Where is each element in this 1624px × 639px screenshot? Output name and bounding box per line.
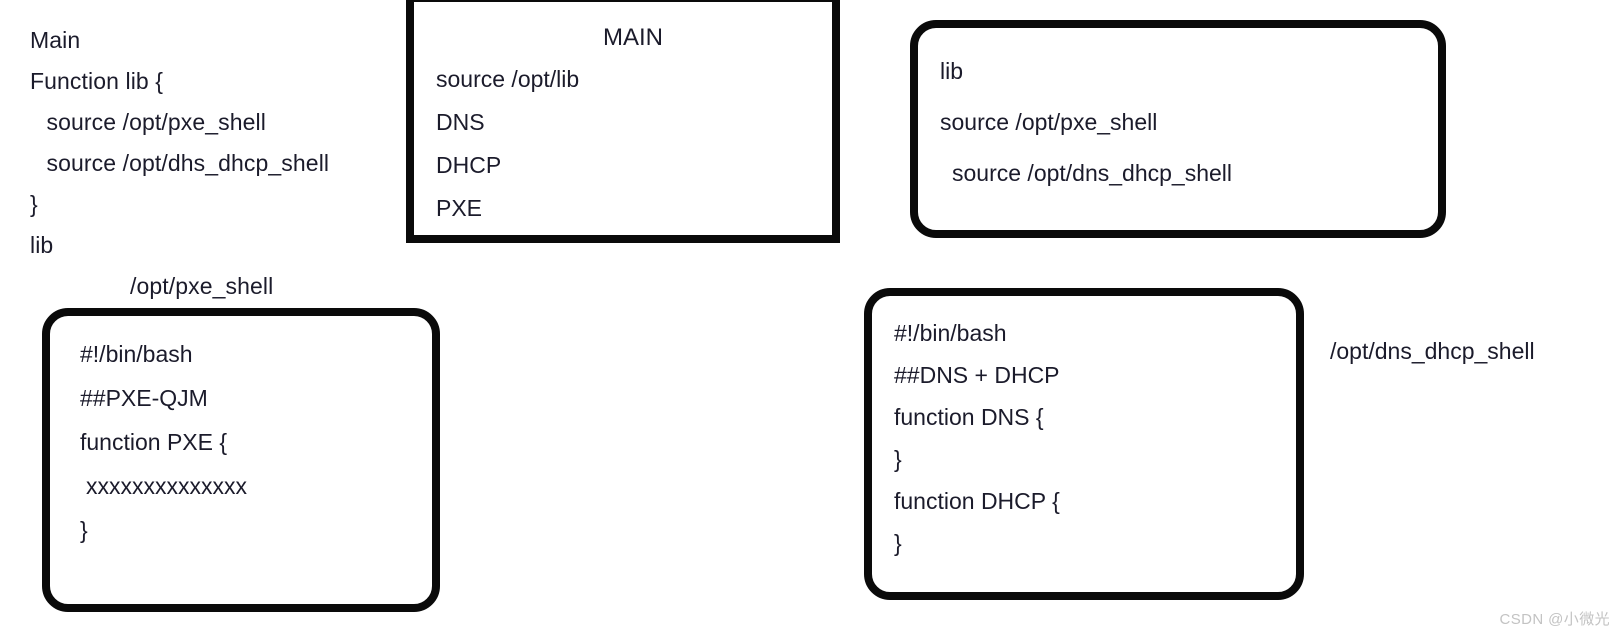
watermark: CSDN @小微光: [1499, 611, 1610, 628]
lib-box-content: lib source /opt/pxe_shell source /opt/dn…: [918, 28, 1438, 199]
lib-box-line-source-dns: source /opt/dns_dhcp_shell: [952, 160, 1233, 186]
pxe-box-line-function: function PXE {: [80, 429, 228, 455]
outline-line-lib: lib: [30, 232, 54, 258]
main-box-line-source: source /opt/lib: [436, 66, 580, 92]
outline-line-function: Function lib {: [30, 68, 164, 94]
lib-box-line-source-pxe: source /opt/pxe_shell: [940, 109, 1158, 135]
outline-line-close-brace: }: [30, 191, 38, 217]
dns-box-line-function-dhcp: function DHCP {: [894, 488, 1060, 514]
main-box-line-pxe: PXE: [436, 195, 483, 221]
pxe-box-line-shebang: #!/bin/bash: [80, 341, 193, 367]
main-box-line-dns: DNS: [436, 109, 485, 135]
outline-line-source-dhcp: source /opt/dhs_dhcp_shell: [40, 150, 330, 176]
pxe-box-line-close: }: [80, 517, 88, 543]
label-opt-pxe-shell: /opt/pxe_shell: [130, 273, 274, 299]
label-opt-dns-dhcp-shell: /opt/dns_dhcp_shell: [1330, 338, 1535, 364]
outline-line-main: Main: [30, 27, 81, 53]
main-box-line-dhcp: DHCP: [436, 152, 502, 178]
dns-dhcp-shell-box-content: #!/bin/bash ##DNS + DHCP function DNS { …: [872, 296, 1296, 564]
pxe-shell-box-content: #!/bin/bash ##PXE-QJM function PXE { xxx…: [50, 316, 432, 552]
dns-box-line-close-dhcp: }: [894, 530, 902, 556]
main-box-content: MAIN source /opt/lib DNS DHCP PXE: [414, 2, 832, 230]
lib-box: lib source /opt/pxe_shell source /opt/dn…: [910, 20, 1446, 238]
lib-box-line-lib: lib: [940, 58, 964, 84]
dns-box-line-shebang: #!/bin/bash: [894, 320, 1007, 346]
main-box: MAIN source /opt/lib DNS DHCP PXE: [406, 0, 840, 243]
pxe-box-line-body: xxxxxxxxxxxxxx: [86, 473, 247, 499]
outline-line-source-pxe: source /opt/pxe_shell: [40, 109, 266, 135]
dns-box-line-close-dns: }: [894, 446, 902, 472]
dns-box-line-function-dns: function DNS {: [894, 404, 1044, 430]
dns-box-line-comment: ##DNS + DHCP: [894, 362, 1060, 388]
main-outline-text: Main Function lib { source /opt/pxe_shel…: [30, 20, 400, 307]
pxe-shell-box: #!/bin/bash ##PXE-QJM function PXE { xxx…: [42, 308, 440, 612]
dns-dhcp-shell-box: #!/bin/bash ##DNS + DHCP function DNS { …: [864, 288, 1304, 600]
main-box-title: MAIN: [603, 24, 663, 51]
pxe-box-line-comment: ##PXE-QJM: [80, 385, 208, 411]
